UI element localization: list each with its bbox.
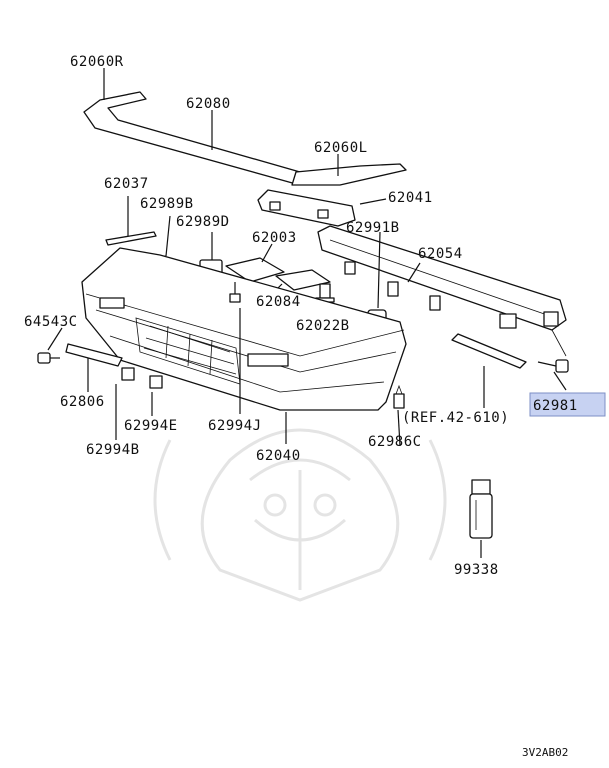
label-62989B[interactable]: 62989B <box>140 196 194 212</box>
part-62994B-clip[interactable] <box>121 367 135 381</box>
part-ref-42-610-bracket <box>451 333 527 369</box>
part-62040-bumper-cover[interactable] <box>81 247 407 411</box>
label-62060R[interactable]: 62060R <box>70 54 124 70</box>
part-62986C-clip[interactable] <box>393 384 405 409</box>
label-99338[interactable]: 99338 <box>454 562 499 578</box>
leader-62041 <box>359 198 387 205</box>
label-62022B[interactable]: 62022B <box>296 318 350 334</box>
part-62994E-clip[interactable] <box>149 375 163 389</box>
label-62806[interactable]: 62806 <box>60 394 105 410</box>
label-62060L[interactable]: 62060L <box>314 140 368 156</box>
leader-62991B <box>377 231 381 309</box>
leader-64543C <box>47 327 63 351</box>
label-62986C[interactable]: 62986C <box>368 434 422 450</box>
highlight-box-62981 <box>529 392 606 417</box>
diagram-id: 3V2AB02 <box>522 746 568 759</box>
part-62981-bolt[interactable] <box>537 359 569 373</box>
label-64543C[interactable]: 64543C <box>24 314 78 330</box>
label-62003[interactable]: 62003 <box>252 230 297 246</box>
part-62037-strip[interactable] <box>105 231 157 246</box>
leader-62003 <box>261 243 273 263</box>
part-62003-bracket[interactable] <box>225 257 285 283</box>
label-62981[interactable]: 62981 <box>533 398 578 414</box>
ref-label: (REF.42-610) <box>402 410 509 426</box>
label-62041[interactable]: 62041 <box>388 190 433 206</box>
part-62806-plate[interactable] <box>65 343 123 367</box>
part-99338-tube[interactable] <box>469 479 493 539</box>
label-62084[interactable]: 62084 <box>256 294 301 310</box>
watermark-logo <box>153 428 447 602</box>
leader-62981 <box>553 371 567 391</box>
leader-62989B <box>165 215 171 257</box>
part-64543C-screw[interactable] <box>37 352 60 364</box>
leader-62054 <box>407 262 421 283</box>
label-62989D[interactable]: 62989D <box>176 214 230 230</box>
leader-62981-dash <box>551 329 567 357</box>
part-62080-molding[interactable] <box>83 91 407 186</box>
label-62994E[interactable]: 62994E <box>124 418 178 434</box>
label-62040[interactable]: 62040 <box>256 448 301 464</box>
label-62994B[interactable]: 62994B <box>86 442 140 458</box>
part-62041-bracket[interactable] <box>257 189 356 227</box>
label-62991B[interactable]: 62991B <box>346 220 400 236</box>
label-62054[interactable]: 62054 <box>418 246 463 262</box>
part-62084-bracket[interactable] <box>275 269 331 291</box>
label-62080[interactable]: 62080 <box>186 96 231 112</box>
leader-62986C <box>397 409 401 447</box>
label-62037[interactable]: 62037 <box>104 176 149 192</box>
part-62994J-bolt[interactable] <box>229 282 241 303</box>
label-62994J[interactable]: 62994J <box>208 418 262 434</box>
